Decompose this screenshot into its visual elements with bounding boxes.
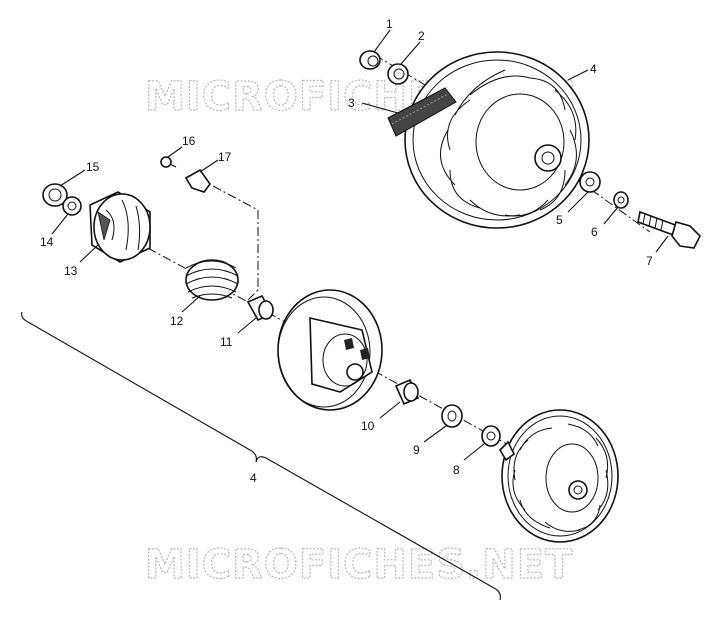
callout-13: 13 — [64, 264, 78, 278]
part-11-bushing — [246, 294, 274, 322]
callout-14: 14 — [40, 235, 54, 249]
part-2-washer — [387, 63, 409, 85]
part-4-sheave-lower — [498, 409, 619, 543]
callout-3: 3 — [348, 96, 355, 110]
part-16-screw — [160, 156, 177, 168]
assembly-group-bracket — [21, 311, 501, 601]
part-1-bushing — [359, 50, 381, 70]
callout-7: 7 — [646, 254, 653, 268]
leader-lines — [51, 29, 669, 461]
part-14-washer — [62, 196, 82, 216]
part-4-sheave-upper — [404, 51, 590, 229]
callout-12: 12 — [170, 314, 184, 328]
callout-11: 11 — [220, 335, 233, 349]
callout-4-group: 4 — [250, 471, 257, 485]
watermark-bottom: MICROFICHES.NET — [145, 542, 573, 588]
part-15-lock-ring — [42, 183, 68, 207]
callout-5: 5 — [556, 213, 563, 227]
part-10-spacer — [394, 378, 420, 406]
part-12-spring — [185, 259, 239, 301]
callout-10: 10 — [361, 419, 375, 433]
part-6-lock-washer — [613, 191, 629, 209]
callout-numbers: 1 2 3 4 5 6 7 8 9 10 11 12 13 14 15 16 1… — [40, 17, 653, 485]
part-3-belt — [387, 87, 457, 137]
part-8-washer — [481, 425, 501, 447]
callout-6: 6 — [591, 225, 598, 239]
part-7-bolt — [637, 210, 701, 249]
callout-9: 9 — [413, 443, 420, 457]
part-5-washer — [579, 171, 601, 193]
callout-17: 17 — [218, 150, 232, 164]
part-13-cam — [89, 191, 151, 263]
callout-8: 8 — [453, 463, 460, 477]
callout-15: 15 — [86, 160, 100, 174]
callout-2: 2 — [418, 29, 425, 43]
part-9-washer — [441, 404, 463, 428]
part-4-movable-sheave — [277, 289, 383, 411]
part-17-button — [184, 168, 211, 193]
callout-1: 1 — [386, 17, 393, 31]
callout-16: 16 — [182, 134, 196, 148]
callout-4-upper: 4 — [590, 62, 597, 76]
